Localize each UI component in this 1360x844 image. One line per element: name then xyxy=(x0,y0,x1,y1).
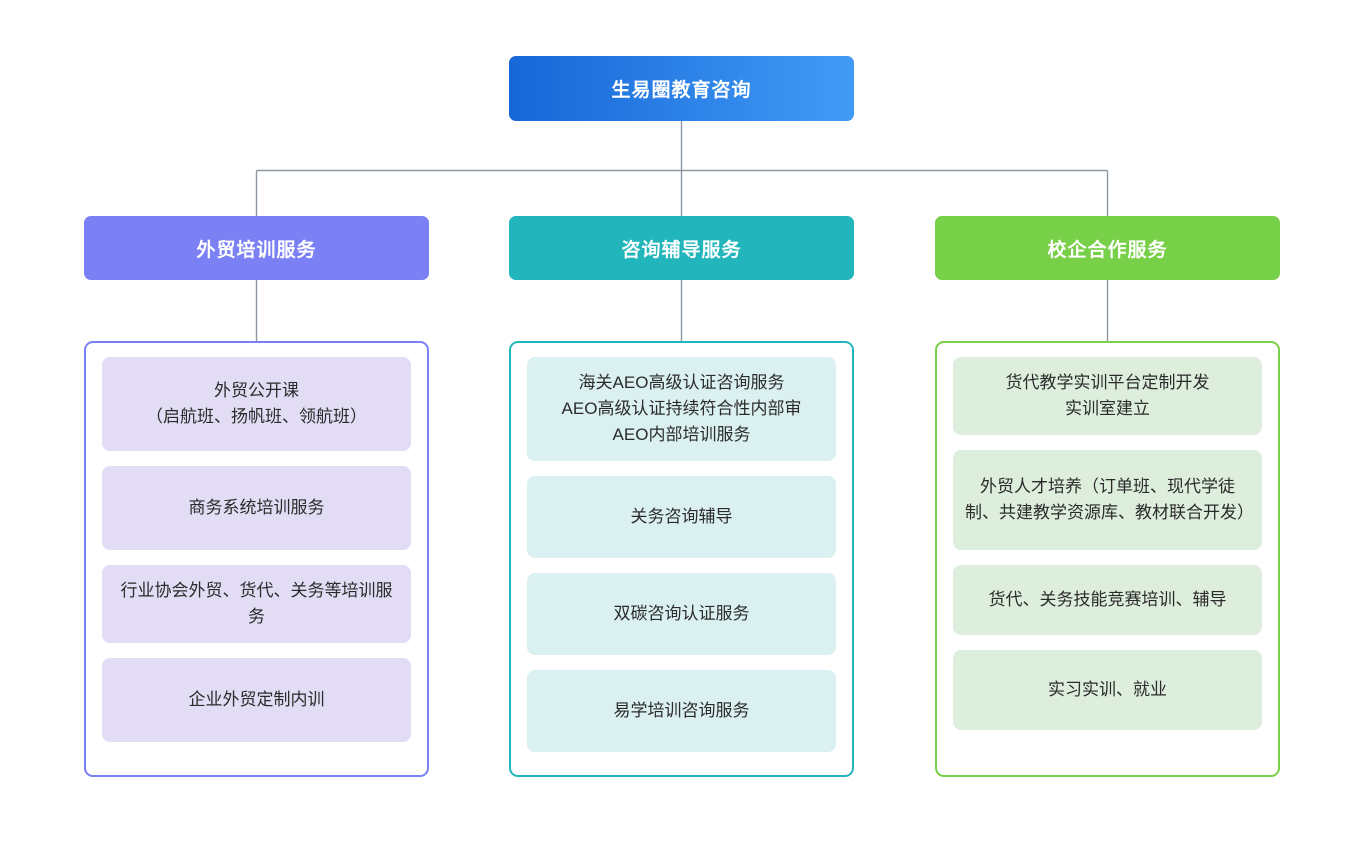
list-item[interactable]: 商务系统培训服务 xyxy=(102,466,411,550)
branch-school-enterprise: 校企合作服务 货代教学实训平台定制开发 实训室建立 外贸人才培养（订单班、现代学… xyxy=(935,216,1280,777)
list-item[interactable]: 行业协会外贸、货代、关务等培训服务 xyxy=(102,565,411,643)
list-item[interactable]: 实习实训、就业 xyxy=(953,650,1262,730)
branch-body-1: 外贸公开课 （启航班、扬帆班、领航班） 商务系统培训服务 行业协会外贸、货代、关… xyxy=(84,341,429,777)
branch-header-3[interactable]: 校企合作服务 xyxy=(935,216,1280,280)
list-item[interactable]: 外贸公开课 （启航班、扬帆班、领航班） xyxy=(102,357,411,451)
list-item[interactable]: 企业外贸定制内训 xyxy=(102,658,411,742)
list-item[interactable]: 外贸人才培养（订单班、现代学徒制、共建教学资源库、教材联合开发） xyxy=(953,450,1262,550)
branch-body-2: 海关AEO高级认证咨询服务 AEO高级认证持续符合性内部审 AEO内部培训服务 … xyxy=(509,341,854,777)
branch-consulting-guidance: 咨询辅导服务 海关AEO高级认证咨询服务 AEO高级认证持续符合性内部审 AEO… xyxy=(509,216,854,777)
branch-header-label-3: 校企合作服务 xyxy=(1047,239,1168,261)
branch-header-label-2: 咨询辅导服务 xyxy=(621,239,742,261)
list-item[interactable]: 易学培训咨询服务 xyxy=(527,670,836,752)
list-item[interactable]: 双碳咨询认证服务 xyxy=(527,573,836,655)
branch-body-3: 货代教学实训平台定制开发 实训室建立 外贸人才培养（订单班、现代学徒制、共建教学… xyxy=(935,341,1280,777)
branch-header-2[interactable]: 咨询辅导服务 xyxy=(509,216,854,280)
branch-header-label-1: 外贸培训服务 xyxy=(196,239,317,261)
root-node-label: 生易圈教育咨询 xyxy=(611,80,752,101)
root-node[interactable]: 生易圈教育咨询 xyxy=(509,56,854,121)
list-item[interactable]: 关务咨询辅导 xyxy=(527,476,836,558)
branch-header-1[interactable]: 外贸培训服务 xyxy=(84,216,429,280)
list-item[interactable]: 货代教学实训平台定制开发 实训室建立 xyxy=(953,357,1262,435)
list-item[interactable]: 货代、关务技能竞赛培训、辅导 xyxy=(953,565,1262,635)
list-item[interactable]: 海关AEO高级认证咨询服务 AEO高级认证持续符合性内部审 AEO内部培训服务 xyxy=(527,357,836,461)
branch-foreign-trade-training: 外贸培训服务 外贸公开课 （启航班、扬帆班、领航班） 商务系统培训服务 行业协会… xyxy=(84,216,429,777)
